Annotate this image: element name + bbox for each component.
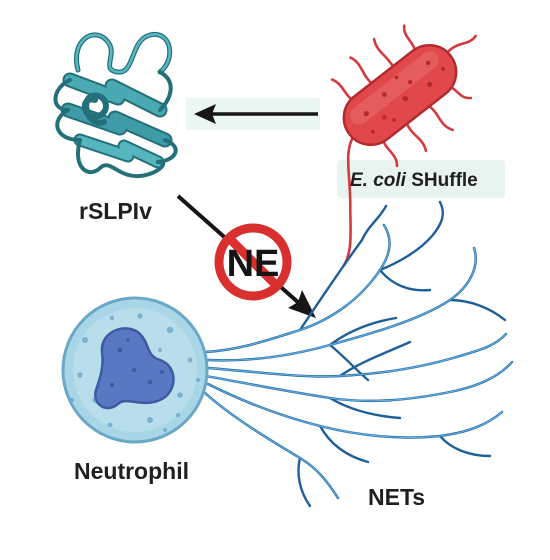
protein-loop-top (74, 32, 173, 75)
protein-loop-bottom (76, 138, 166, 179)
protein-strand-3-fill (75, 135, 163, 167)
protein-ribbon-icon (53, 32, 178, 179)
production-arrow (194, 104, 318, 124)
ecoli-label-box (337, 160, 505, 198)
protein-loop-top-inner (75, 33, 171, 74)
protein-tail (156, 70, 178, 164)
neutrophil-icon (61, 296, 209, 444)
cell-label: Neutrophil (74, 458, 189, 484)
protein-helix (81, 92, 109, 126)
host-label-rest: SHuffle (405, 170, 478, 191)
nets-label: NETs (368, 484, 426, 510)
host-label-italic: E. coli (350, 170, 406, 191)
host-label: E. coli SHuffle (350, 170, 478, 192)
protein-label: rSLPIv (79, 198, 152, 224)
net-fibers-icon-highlight (203, 224, 513, 499)
bacterium-icon (330, 24, 477, 268)
no-symbol-icon (214, 223, 292, 301)
protein-loop-left (53, 78, 82, 142)
ne-label: NE (227, 243, 280, 285)
protein-strand-1-fill (64, 74, 166, 116)
